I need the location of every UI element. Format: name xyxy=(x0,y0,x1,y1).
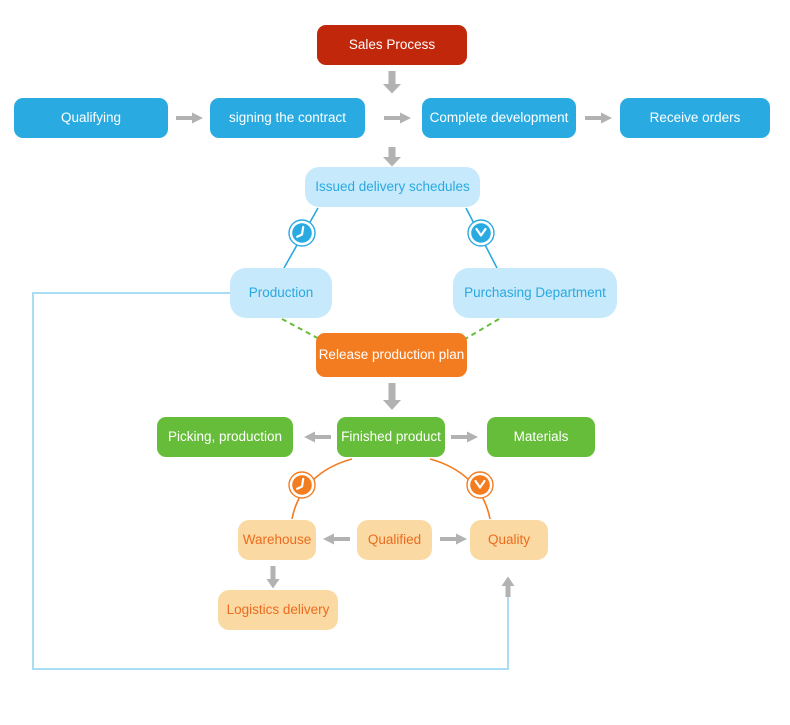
node-picking-production: Picking, production xyxy=(157,417,293,457)
node-sales-process: Sales Process xyxy=(317,25,467,65)
node-materials: Materials xyxy=(487,417,595,457)
node-complete-development: Complete development xyxy=(422,98,576,138)
clock-icon xyxy=(288,471,316,499)
clock-icon xyxy=(467,219,495,247)
node-issued-delivery-schedules: Issued delivery schedules xyxy=(305,167,480,207)
right-arrow xyxy=(451,431,478,443)
up-arrow xyxy=(501,576,515,597)
down-arrow xyxy=(383,147,401,167)
feedback-line xyxy=(32,292,509,670)
node-qualified: Qualified xyxy=(357,520,432,560)
node-logistics-delivery: Logistics delivery xyxy=(218,590,338,630)
right-arrow xyxy=(384,112,411,124)
node-finished-product: Finished product xyxy=(337,417,445,457)
down-arrow xyxy=(266,566,280,589)
node-release-production-plan: Release production plan xyxy=(316,333,467,377)
node-receive-orders: Receive orders xyxy=(620,98,770,138)
node-purchasing-department: Purchasing Department xyxy=(453,268,617,318)
node-signing-the-contract: signing the contract xyxy=(210,98,365,138)
node-production: Production xyxy=(230,268,332,318)
node-warehouse: Warehouse xyxy=(238,520,316,560)
right-arrow xyxy=(585,112,612,124)
right-arrow xyxy=(440,533,467,545)
down-arrow xyxy=(383,383,401,410)
down-arrow xyxy=(383,71,401,94)
right-arrow xyxy=(176,112,203,124)
clock-icon xyxy=(288,219,316,247)
node-quality: Quality xyxy=(470,520,548,560)
clock-icon xyxy=(466,471,494,499)
left-arrow xyxy=(304,431,331,443)
node-qualifying: Qualifying xyxy=(14,98,168,138)
left-arrow xyxy=(323,533,350,545)
